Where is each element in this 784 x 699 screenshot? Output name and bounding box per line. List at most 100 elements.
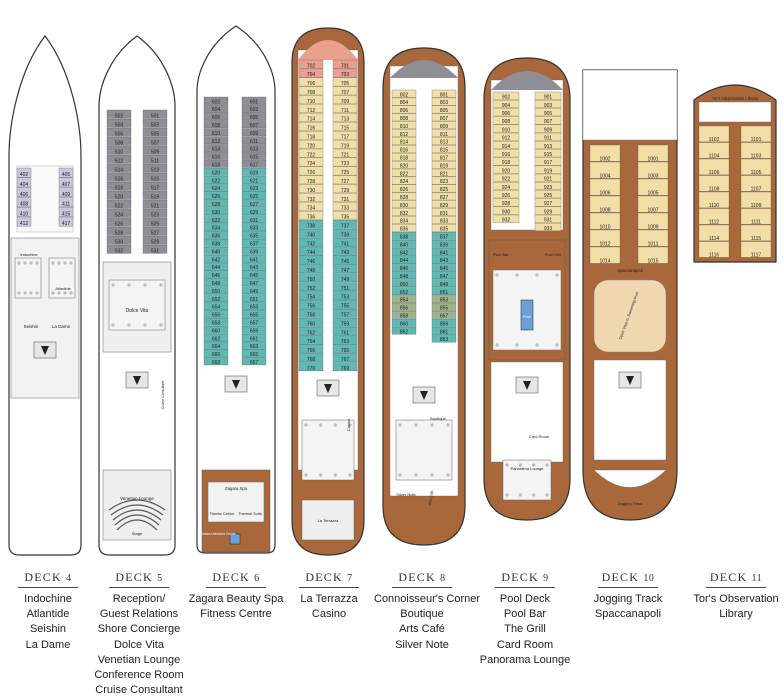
plan-label-indochine: Indochine bbox=[20, 252, 38, 257]
cabin-number-931: 931 bbox=[544, 218, 553, 224]
cabin-number-501: 501 bbox=[151, 113, 160, 119]
cabin-number-628: 628 bbox=[212, 202, 221, 208]
cabin-808 bbox=[391, 113, 417, 122]
cabin-845 bbox=[431, 263, 457, 272]
cabin-number-760: 760 bbox=[307, 321, 316, 327]
cabin-number-417: 417 bbox=[62, 221, 71, 227]
cabin-805 bbox=[431, 105, 457, 114]
cabin-number-759: 759 bbox=[341, 321, 350, 327]
cabin-number-842: 842 bbox=[400, 250, 409, 256]
cabin-number-738: 738 bbox=[307, 224, 316, 230]
cabin-number-629: 629 bbox=[250, 210, 259, 216]
table-icon bbox=[555, 273, 559, 277]
cabin-615 bbox=[241, 152, 267, 160]
deck-4-label[interactable]: DECK 4 Indochine Atlantide Seishin La Da… bbox=[0, 570, 96, 653]
table-icon bbox=[304, 423, 308, 427]
cabin-number-406: 406 bbox=[20, 192, 29, 198]
cabin-number-812: 812 bbox=[400, 132, 409, 138]
deck-10-label[interactable]: DECK 10 Jogging Track Spaccanapoli bbox=[580, 570, 676, 622]
cabin-number-745: 745 bbox=[341, 259, 350, 265]
cabin-740 bbox=[298, 228, 324, 238]
theatre-seating-row bbox=[110, 504, 164, 516]
plan-label-observation-library: Tor's Observation Library bbox=[712, 96, 759, 101]
cabin-641 bbox=[241, 254, 267, 263]
cabin-number-915: 915 bbox=[544, 152, 553, 158]
cabin-844 bbox=[391, 255, 417, 264]
cabin-number-927: 927 bbox=[544, 201, 553, 207]
deck-5-label[interactable]: DECK 5 Reception/ Guest Relations Shore … bbox=[91, 570, 187, 698]
cabin-number-859: 859 bbox=[440, 321, 449, 327]
deck-6-label[interactable]: DECK 6 Zagara Beauty Spa Fitness Centre bbox=[188, 570, 284, 622]
silversea-emblem-icon bbox=[133, 376, 141, 385]
cabin-764 bbox=[298, 335, 324, 345]
cabin-603 bbox=[241, 104, 267, 113]
cabin-number-640: 640 bbox=[212, 249, 221, 255]
cabin-1011 bbox=[637, 229, 669, 247]
cabin-number-813: 813 bbox=[440, 140, 449, 146]
cabin-617 bbox=[241, 160, 267, 168]
table-icon bbox=[319, 473, 323, 477]
cabin-516 bbox=[106, 172, 132, 182]
cabin-754 bbox=[298, 291, 324, 300]
table-icon bbox=[414, 473, 418, 477]
cabin-number-531: 531 bbox=[151, 248, 160, 254]
cabin-number-530: 530 bbox=[115, 239, 124, 245]
cabin-number-647: 647 bbox=[250, 281, 259, 287]
cabin-645 bbox=[241, 270, 267, 279]
observation-library bbox=[698, 101, 772, 123]
cabin-637 bbox=[241, 239, 267, 247]
cabin-number-622: 622 bbox=[212, 178, 221, 184]
deck-7-label[interactable]: DECK 7 La Terrazza Casino bbox=[281, 570, 377, 622]
cabin-number-512: 512 bbox=[115, 158, 124, 164]
table-icon bbox=[159, 323, 163, 327]
cabin-707 bbox=[332, 86, 358, 96]
cabin-722 bbox=[298, 148, 324, 158]
cabin-number-855: 855 bbox=[440, 306, 449, 312]
cabin-number-902: 902 bbox=[502, 95, 511, 101]
cabin-number-1111: 1111 bbox=[751, 219, 761, 225]
cabin-827 bbox=[431, 192, 457, 201]
cabin-number-805: 805 bbox=[440, 108, 449, 114]
cabin-530 bbox=[106, 235, 132, 245]
cabin-number-901: 901 bbox=[544, 95, 553, 101]
cabin-number-626: 626 bbox=[212, 194, 221, 200]
cabin-1007 bbox=[637, 195, 669, 213]
cabin-634 bbox=[203, 223, 229, 231]
cabin-number-741: 741 bbox=[341, 241, 350, 247]
cabin-number-625: 625 bbox=[250, 194, 259, 200]
cabin-527 bbox=[142, 226, 168, 236]
deck-9-label[interactable]: DECK 9 Pool Deck Pool Bar The Grill Card… bbox=[477, 570, 573, 668]
deck-8-label[interactable]: DECK 8 Connoisseur's Corner Boutique Art… bbox=[374, 570, 480, 653]
cabin-753 bbox=[332, 291, 358, 300]
deck-10-forward-deck bbox=[582, 69, 678, 141]
cabin-656 bbox=[203, 310, 229, 318]
cabin-1108 bbox=[698, 175, 730, 192]
cabin-609 bbox=[241, 128, 267, 137]
cabin-1015 bbox=[637, 246, 669, 264]
cabin-741 bbox=[332, 237, 358, 247]
cabin-404 bbox=[16, 177, 32, 188]
cabin-921 bbox=[534, 173, 562, 182]
cabin-number-836: 836 bbox=[400, 227, 409, 233]
cabin-630 bbox=[203, 207, 229, 216]
cabin-862 bbox=[391, 326, 417, 335]
cabin-662 bbox=[203, 333, 229, 342]
table-icon bbox=[348, 473, 352, 477]
cabin-number-709: 709 bbox=[341, 99, 350, 105]
cabin-number-739: 739 bbox=[341, 232, 350, 238]
deck-11-label[interactable]: DECK 11 Tor's Observation Library bbox=[688, 570, 784, 622]
cabin-number-917: 917 bbox=[544, 160, 553, 166]
cabin-733 bbox=[332, 202, 358, 211]
table-icon bbox=[333, 473, 337, 477]
cabin-524 bbox=[106, 208, 132, 218]
table-icon bbox=[143, 323, 147, 327]
cabin-number-834: 834 bbox=[400, 219, 409, 225]
venue-shore-concierge: Shore Concierge bbox=[97, 623, 181, 636]
cabin-765 bbox=[332, 344, 358, 354]
cabin-861 bbox=[431, 326, 457, 335]
venue-spaccanapoli: Spaccanapoli bbox=[594, 608, 662, 621]
cabin-number-509: 509 bbox=[151, 149, 160, 155]
cabin-820 bbox=[391, 160, 417, 169]
cabin-708 bbox=[298, 86, 324, 96]
cabin-1111 bbox=[740, 208, 772, 225]
